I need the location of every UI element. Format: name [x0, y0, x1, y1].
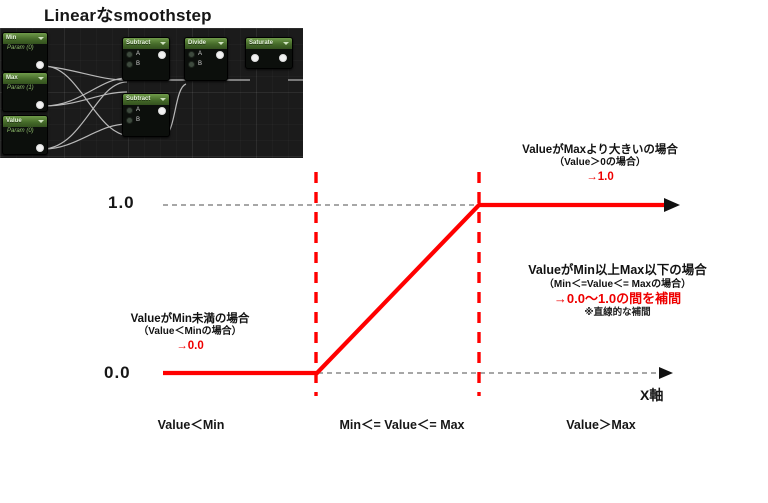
- annotation-between-min-max: ValueがMin以上Max以下の場合 （Min＜=Value＜= Maxの場合…: [490, 263, 745, 319]
- input-pin[interactable]: [188, 50, 195, 58]
- node-wire-layer: [43, 65, 303, 150]
- node-body: A B: [123, 49, 169, 69]
- input-pin-label: A: [198, 51, 203, 57]
- input-pin[interactable]: [126, 60, 133, 68]
- node-header: Min: [3, 33, 47, 44]
- page-title: Linearなsmoothstep: [44, 6, 212, 25]
- node-body: A B: [185, 49, 227, 69]
- chevron-down-icon[interactable]: [38, 37, 44, 40]
- annotation-above-max: ValueがMaxより大きいの場合 （Value＞0の場合） →1.0: [494, 143, 706, 184]
- node-title: Subtract: [126, 96, 151, 102]
- node-subtract-2[interactable]: Subtract A B: [122, 93, 170, 137]
- input-pin-row[interactable]: B: [123, 59, 169, 69]
- region-label-above-max: Value＞Max: [566, 418, 636, 432]
- output-pin[interactable]: [36, 144, 44, 152]
- node-subtract-1[interactable]: Subtract A B: [122, 37, 170, 81]
- input-pin[interactable]: [126, 116, 133, 124]
- annotation-line-1: ValueがMin以上Max以下の場合: [528, 263, 707, 277]
- input-pin-label: A: [136, 51, 141, 57]
- node-header: Saturate: [246, 38, 292, 49]
- node-header: Divide: [185, 38, 227, 49]
- input-pin[interactable]: [188, 60, 195, 68]
- output-pin[interactable]: [279, 54, 287, 62]
- annotation-line-4: ※直線的な補間: [584, 307, 651, 319]
- input-pin-label: B: [198, 61, 203, 67]
- annotation-line-3: →0.0〜1.0の間を補間: [553, 291, 682, 307]
- node-param-value[interactable]: Value Param (0): [2, 115, 48, 155]
- node-header: Subtract: [123, 38, 169, 49]
- material-node-graph: Min Param (0) Max Param (1) Value Param …: [0, 28, 303, 158]
- chevron-down-icon[interactable]: [38, 77, 44, 80]
- annotation-line-2: （Value＜Minの場合）: [138, 326, 242, 338]
- node-body: [246, 49, 292, 68]
- x-axis-label: X軸: [640, 387, 664, 403]
- y-tick-label-one: 1.0: [108, 193, 135, 212]
- input-pin-label: B: [136, 61, 141, 67]
- node-subtitle: Param (1): [7, 85, 34, 91]
- region-label-between: Min＜= Value＜= Max: [339, 418, 465, 432]
- node-title: Saturate: [249, 40, 274, 46]
- output-pin[interactable]: [216, 51, 224, 59]
- node-subtitle: Param (0): [7, 128, 34, 134]
- annotation-line-3: →1.0: [586, 170, 614, 183]
- x-axis-arrowhead: [659, 367, 673, 379]
- y-tick-label-zero: 0.0: [104, 363, 131, 382]
- node-param-max[interactable]: Max Param (1): [2, 72, 48, 112]
- node-body: A B: [123, 105, 169, 125]
- node-subtitle: Param (0): [7, 45, 34, 51]
- node-saturate[interactable]: Saturate: [245, 37, 293, 69]
- curve-arrowhead: [664, 198, 680, 212]
- output-pin[interactable]: [158, 51, 166, 59]
- chevron-down-icon[interactable]: [38, 120, 44, 123]
- node-header: Max: [3, 73, 47, 84]
- node-title: Value: [6, 118, 22, 124]
- node-title: Min: [6, 35, 17, 41]
- node-title: Subtract: [126, 40, 151, 46]
- chevron-down-icon[interactable]: [160, 98, 166, 101]
- chevron-down-icon[interactable]: [218, 42, 224, 45]
- node-header: Subtract: [123, 94, 169, 105]
- output-pin[interactable]: [36, 61, 44, 69]
- region-label-below-min: Value＜Min: [157, 418, 225, 432]
- input-pin-row[interactable]: B: [185, 59, 227, 69]
- input-pin[interactable]: [251, 54, 259, 62]
- input-pin[interactable]: [126, 50, 133, 58]
- chevron-down-icon[interactable]: [160, 42, 166, 45]
- input-pin-label: B: [136, 117, 141, 123]
- input-pin-label: A: [136, 107, 141, 113]
- node-param-min[interactable]: Min Param (0): [2, 32, 48, 72]
- input-pin-row[interactable]: A: [123, 49, 169, 59]
- output-pin[interactable]: [158, 107, 166, 115]
- input-pin-row[interactable]: B: [123, 115, 169, 125]
- node-divide[interactable]: Divide A B: [184, 37, 228, 81]
- annotation-line-2: （Min＜=Value＜= Maxの場合）: [543, 278, 692, 290]
- annotation-line-1: ValueがMaxより大きいの場合: [522, 144, 678, 156]
- annotation-line-2: （Value＞0の場合）: [554, 157, 646, 169]
- node-title: Max: [6, 75, 18, 81]
- input-pin[interactable]: [126, 106, 133, 114]
- chevron-down-icon[interactable]: [283, 42, 289, 45]
- annotation-line-1: ValueがMin未満の場合: [130, 313, 250, 325]
- node-title: Divide: [188, 40, 207, 46]
- node-header: Value: [3, 116, 47, 127]
- annotation-below-min: ValueがMin未満の場合 （Value＜Minの場合） →0.0: [92, 312, 288, 353]
- annotation-line-3: →0.0: [176, 339, 204, 352]
- output-pin[interactable]: [36, 101, 44, 109]
- input-pin-row[interactable]: A: [123, 105, 169, 115]
- input-pin-row[interactable]: A: [185, 49, 227, 59]
